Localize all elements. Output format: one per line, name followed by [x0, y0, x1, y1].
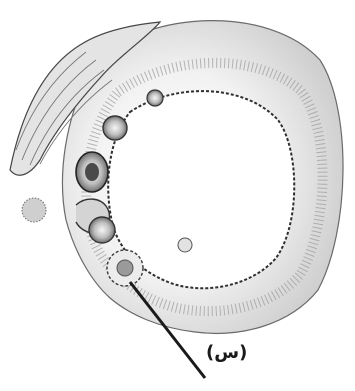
mature-follicle-core: [85, 163, 99, 181]
primary-follicle-top: [147, 90, 163, 106]
callout-label: (س): [206, 344, 247, 362]
corpus-luteum: [89, 217, 115, 243]
degenerating-follicle: [178, 238, 192, 252]
released-ovum: [22, 198, 46, 222]
growing-follicle: [103, 116, 127, 140]
labelled-structure-core: [117, 260, 133, 276]
